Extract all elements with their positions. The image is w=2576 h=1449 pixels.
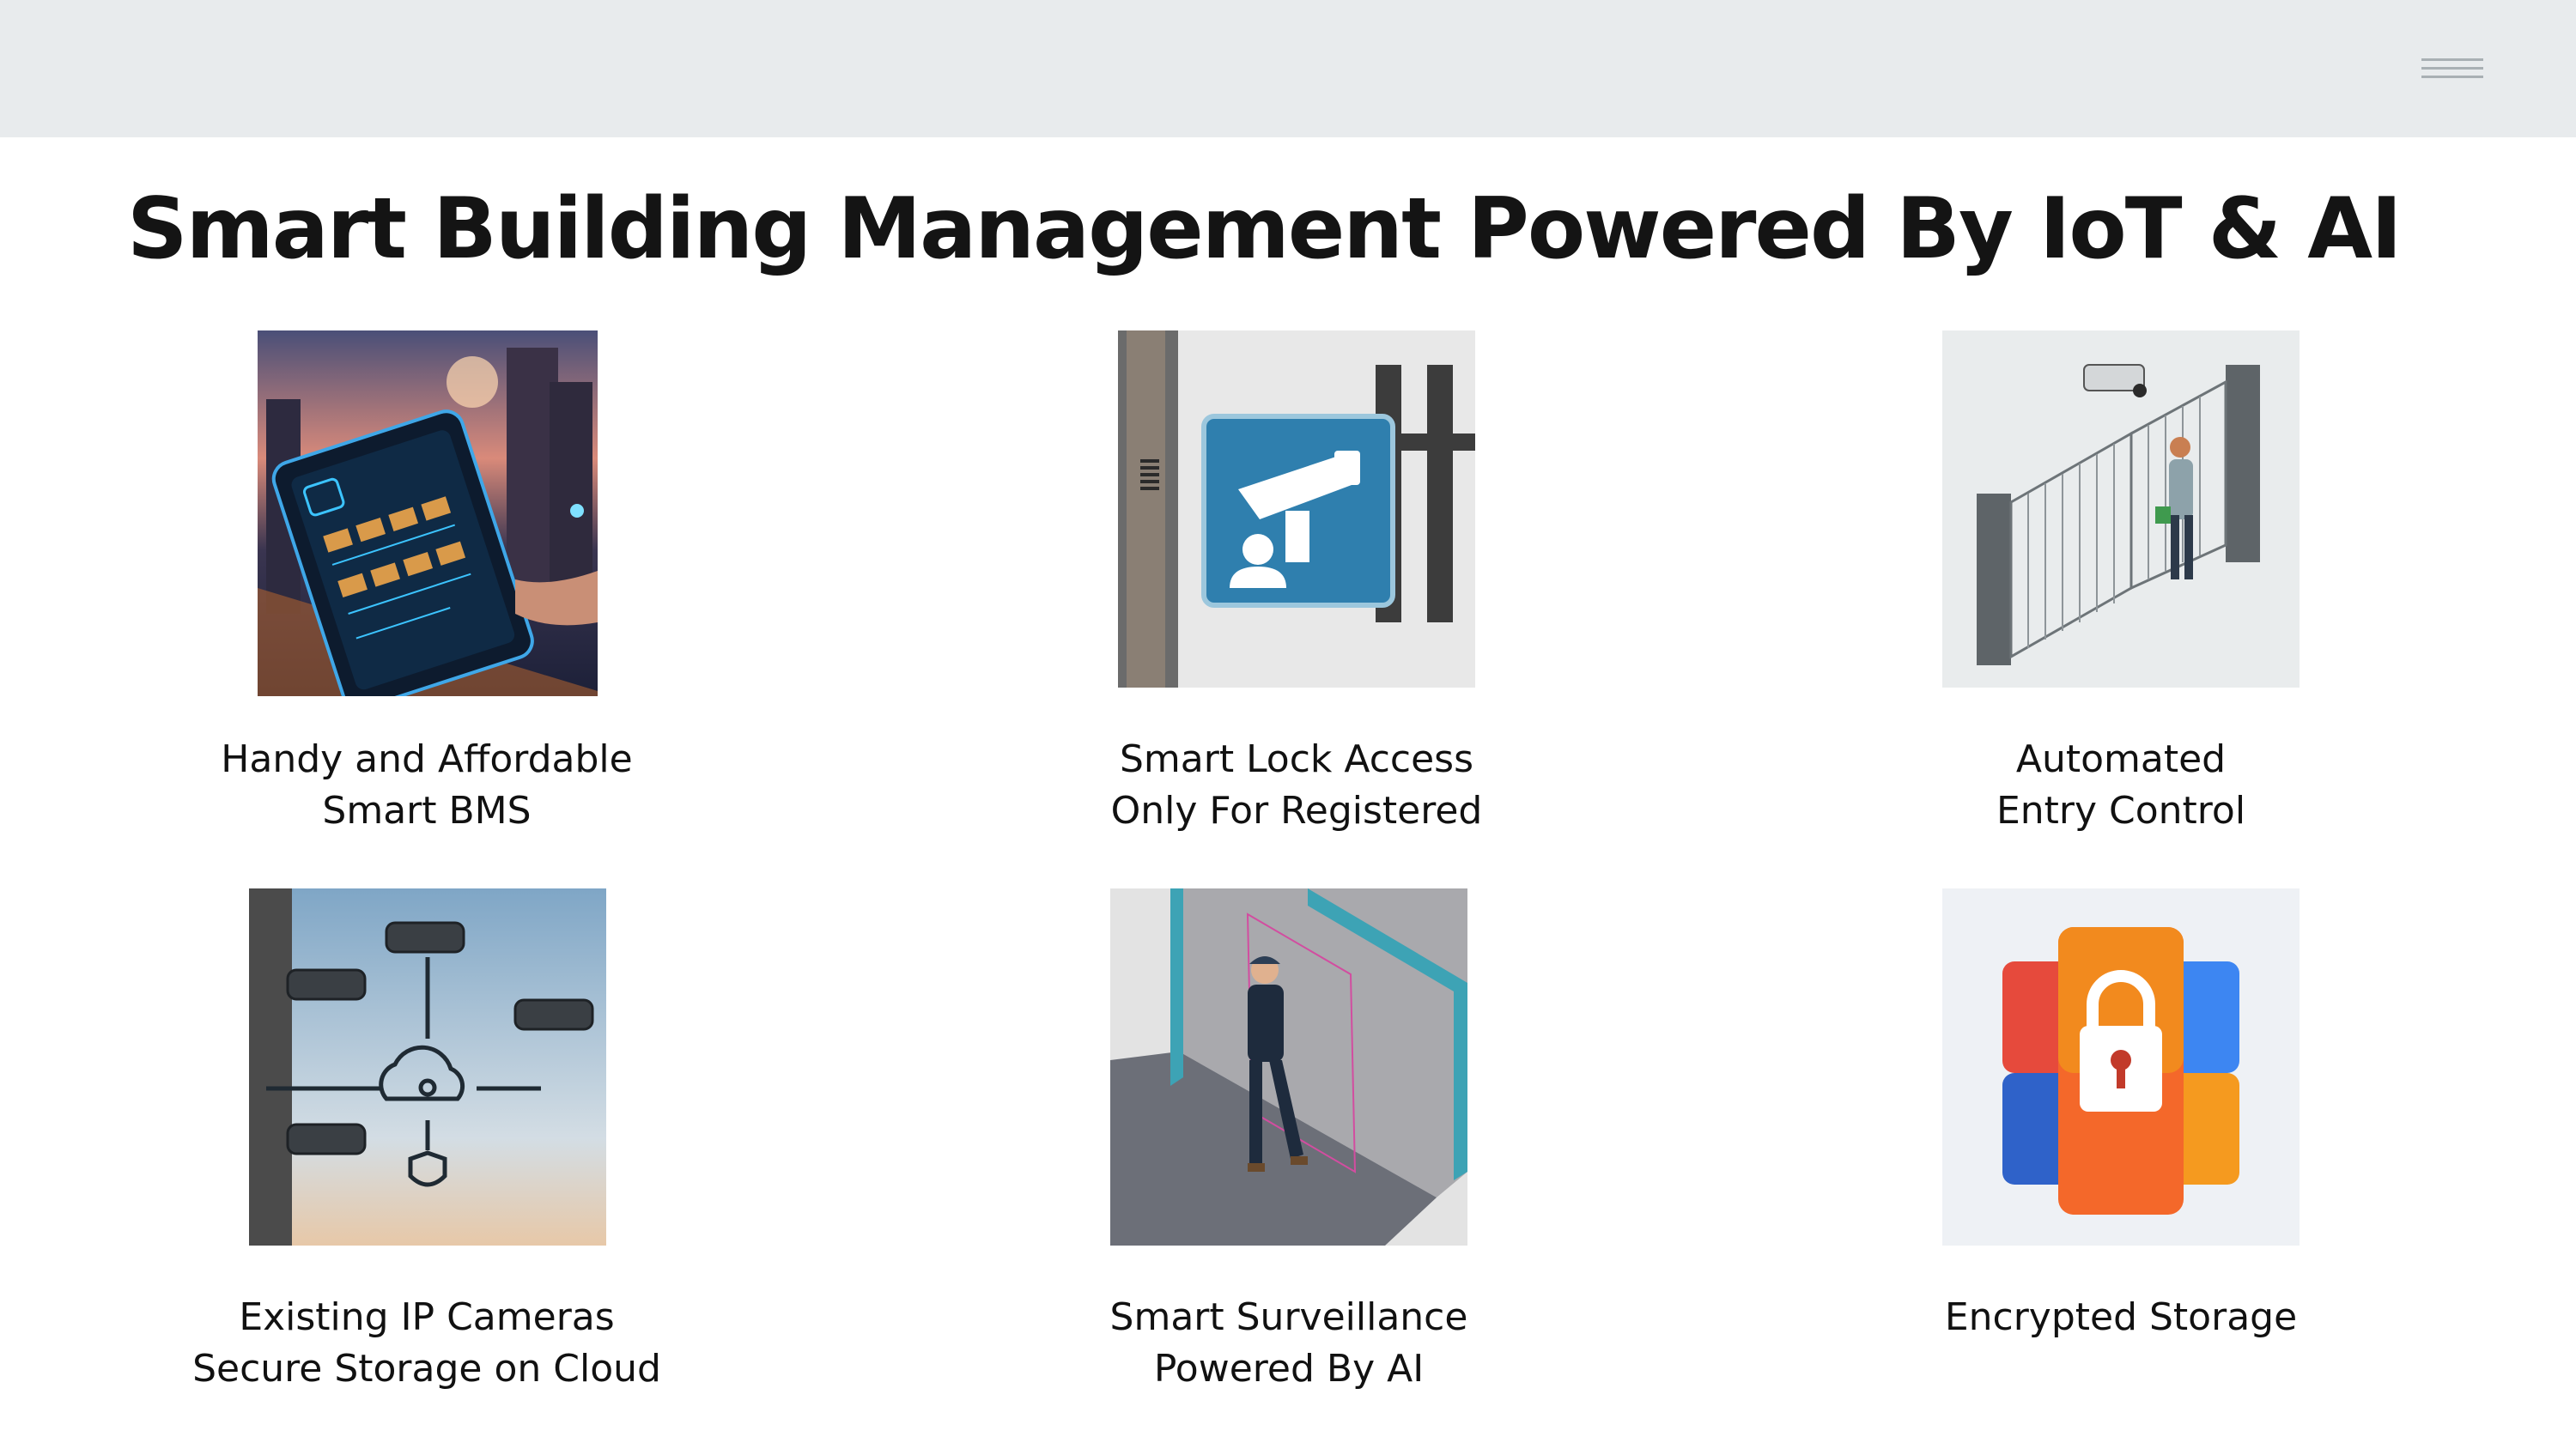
cctv-sign-image xyxy=(1118,330,1475,688)
feature-caption: Handy and Affordable Smart BMS xyxy=(221,737,633,833)
feature-card-encrypted-storage: Encrypted Storage xyxy=(1820,888,2421,1421)
feature-card-smart-bms: Handy and Affordable Smart BMS xyxy=(126,330,727,846)
feature-caption: Smart Surveillance Powered By AI xyxy=(1109,1295,1468,1391)
feature-card-smart-lock: Smart Lock Access Only For Registered xyxy=(996,330,1597,846)
hamburger-menu-icon[interactable] xyxy=(2421,57,2483,82)
automated-gate-image xyxy=(1942,330,2300,688)
encrypted-lock-image xyxy=(1942,888,2300,1246)
ai-surveillance-image xyxy=(1110,888,1467,1246)
feature-caption: Existing IP Cameras Secure Storage on Cl… xyxy=(192,1295,661,1391)
tablet-city-image xyxy=(258,330,598,696)
ip-cameras-cloud-image xyxy=(249,888,606,1246)
top-bar xyxy=(0,0,2576,137)
feature-card-entry-control: Automated Entry Control xyxy=(1820,330,2421,846)
feature-caption: Encrypted Storage xyxy=(1944,1295,2298,1339)
feature-card-ai-surveillance: Smart Surveillance Powered By AI xyxy=(988,888,1589,1421)
feature-caption: Automated Entry Control xyxy=(1996,737,2246,833)
feature-card-ip-cameras: Existing IP Cameras Secure Storage on Cl… xyxy=(126,888,727,1421)
page-title: Smart Building Management Powered By IoT… xyxy=(127,180,2403,278)
feature-caption: Smart Lock Access Only For Registered xyxy=(1110,737,1483,833)
